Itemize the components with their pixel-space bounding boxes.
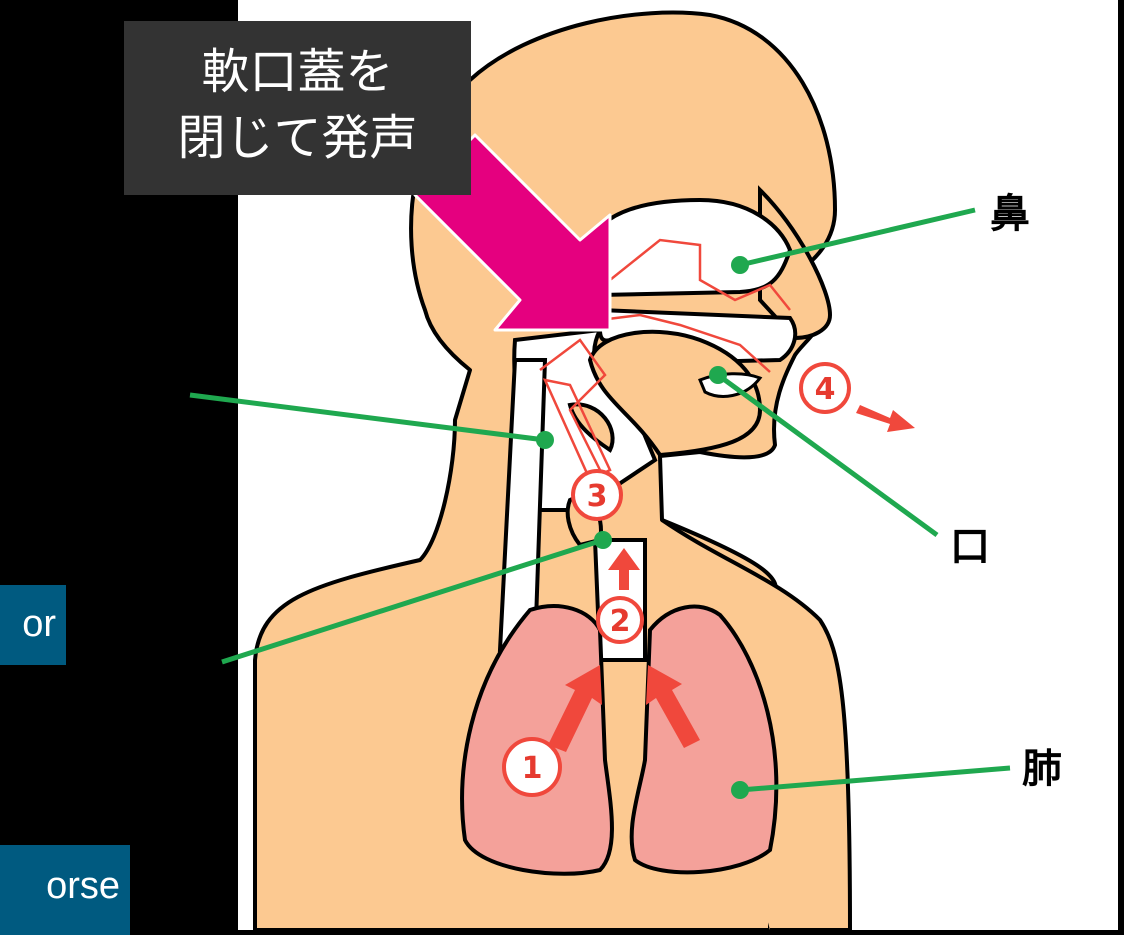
label-lungs: 肺	[1022, 746, 1062, 792]
label-throat: 喉	[125, 376, 166, 422]
dot-mouth	[709, 366, 727, 384]
label-vocal-cords: 声帯	[95, 649, 175, 695]
arrow-mouth-out	[856, 405, 915, 432]
callout-line-2: 閉じて発声	[124, 105, 471, 171]
dot-vocal	[594, 531, 612, 549]
step-1-number: 1	[522, 751, 543, 786]
label-nose: 鼻	[990, 191, 1030, 237]
dot-nose	[731, 256, 749, 274]
dot-throat	[536, 431, 554, 449]
dot-lungs	[731, 781, 749, 799]
step-2-number: 2	[610, 604, 631, 639]
callout-line-1: 軟口蓋を	[124, 39, 471, 105]
step-4-number: 4	[815, 372, 836, 407]
callout-box: 軟口蓋を 閉じて発声	[124, 21, 471, 195]
step-3-number: 3	[587, 479, 608, 514]
nasal-cavity	[590, 200, 790, 295]
label-mouth: 口	[950, 524, 990, 570]
